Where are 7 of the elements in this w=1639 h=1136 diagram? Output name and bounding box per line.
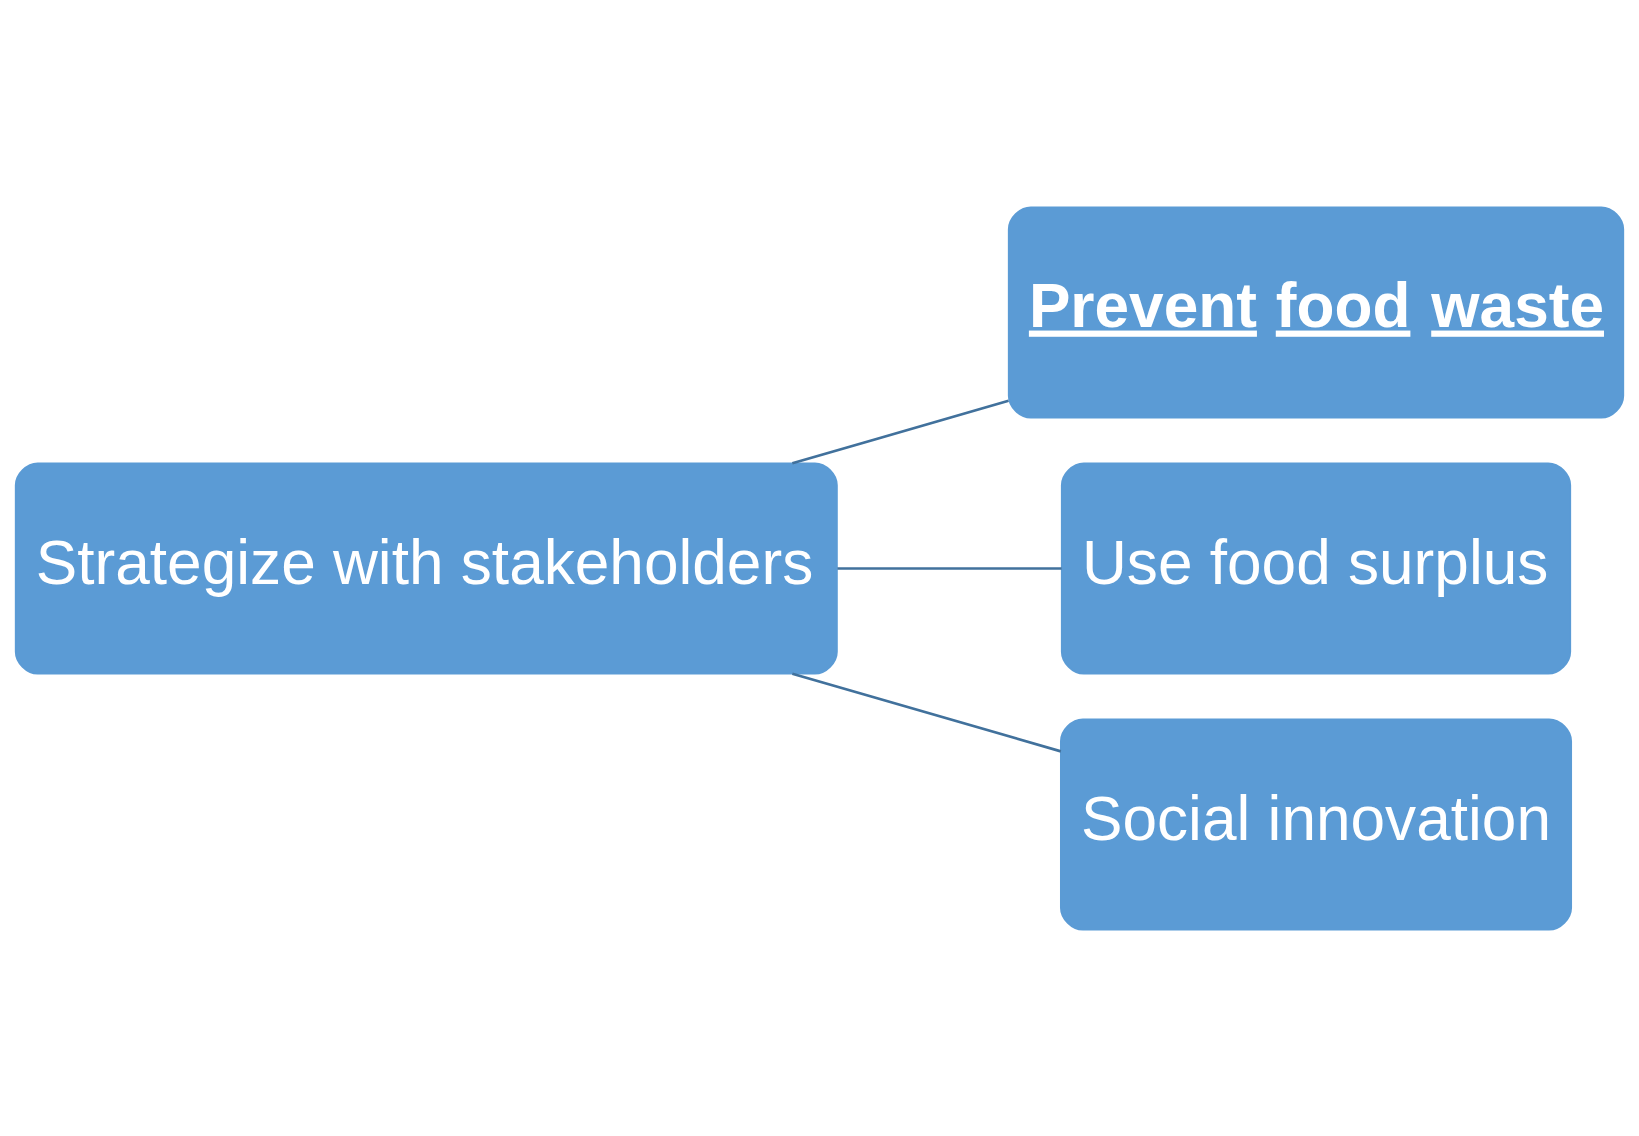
connector	[792, 398, 1009, 465]
node-box: Social innovation	[1060, 717, 1573, 931]
node-box: Strategize with stakeholders	[14, 461, 838, 675]
connector	[792, 671, 1062, 753]
connector	[837, 566, 1062, 570]
node-box: Prevent food waste	[1007, 205, 1625, 419]
node-box: Use food surplus	[1060, 461, 1572, 675]
